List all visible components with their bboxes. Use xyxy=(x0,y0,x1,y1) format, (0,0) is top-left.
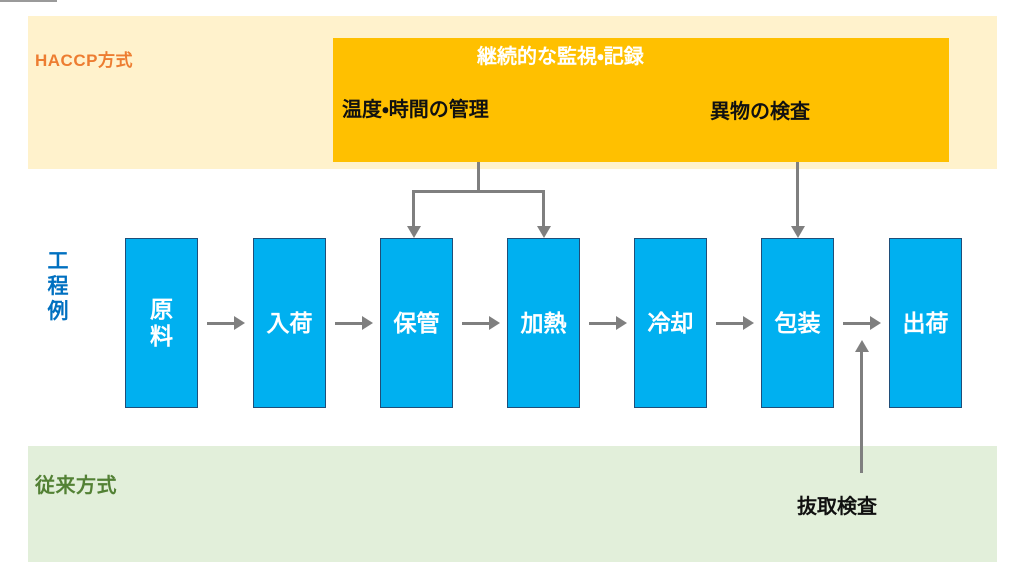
arrow-to-storage-line xyxy=(412,190,415,226)
flow-arrow xyxy=(335,316,373,330)
step-box-heating: 加熱 xyxy=(507,238,580,408)
foreign-inspection-label: 異物の検査 xyxy=(710,101,810,123)
sampling-inspection-label: 抜取検査 xyxy=(797,496,877,518)
branch-stem-line xyxy=(477,162,480,191)
branch-cross-line xyxy=(412,190,545,193)
process-example-label: 工程例 xyxy=(47,250,69,323)
temperature-time-label: 温度・時間の管理 xyxy=(342,99,489,121)
flow-arrow xyxy=(716,316,754,330)
step-label: 冷却 xyxy=(647,309,694,336)
conventional-band xyxy=(28,446,997,562)
step-box-cooling: 冷却 xyxy=(634,238,707,408)
arrow-to-packaging-head xyxy=(791,226,805,238)
flow-arrow xyxy=(207,316,245,330)
arrow-to-packaging-line xyxy=(796,162,799,226)
step-label: 出荷 xyxy=(902,309,949,336)
arrow-to-heating-line xyxy=(542,190,545,226)
flow-arrow xyxy=(589,316,627,330)
step-label: 原料 xyxy=(150,296,173,349)
arrow-to-storage-head xyxy=(407,226,421,238)
step-label: 包装 xyxy=(774,309,821,336)
step-box-raw-material: 原料 xyxy=(125,238,198,408)
step-label: 入荷 xyxy=(266,309,313,336)
step-box-storage: 保管 xyxy=(380,238,453,408)
haccp-method-label: HACCP方式 xyxy=(35,51,133,70)
conventional-method-label: 従来方式 xyxy=(35,475,117,497)
monitoring-title: 継続的な監視・記録 xyxy=(477,46,644,68)
step-box-shipping: 出荷 xyxy=(889,238,962,408)
flow-arrow xyxy=(843,316,881,330)
sampling-arrow-head xyxy=(855,340,869,352)
sampling-arrow-line xyxy=(860,352,863,473)
arrow-to-heating-head xyxy=(537,226,551,238)
flow-arrow xyxy=(462,316,500,330)
step-label: 保管 xyxy=(393,309,440,336)
step-box-arrival: 入荷 xyxy=(253,238,326,408)
monitoring-box xyxy=(333,38,949,162)
top-edge-artifact xyxy=(0,0,57,2)
step-box-packaging: 包装 xyxy=(761,238,834,408)
step-label: 加熱 xyxy=(520,309,567,336)
